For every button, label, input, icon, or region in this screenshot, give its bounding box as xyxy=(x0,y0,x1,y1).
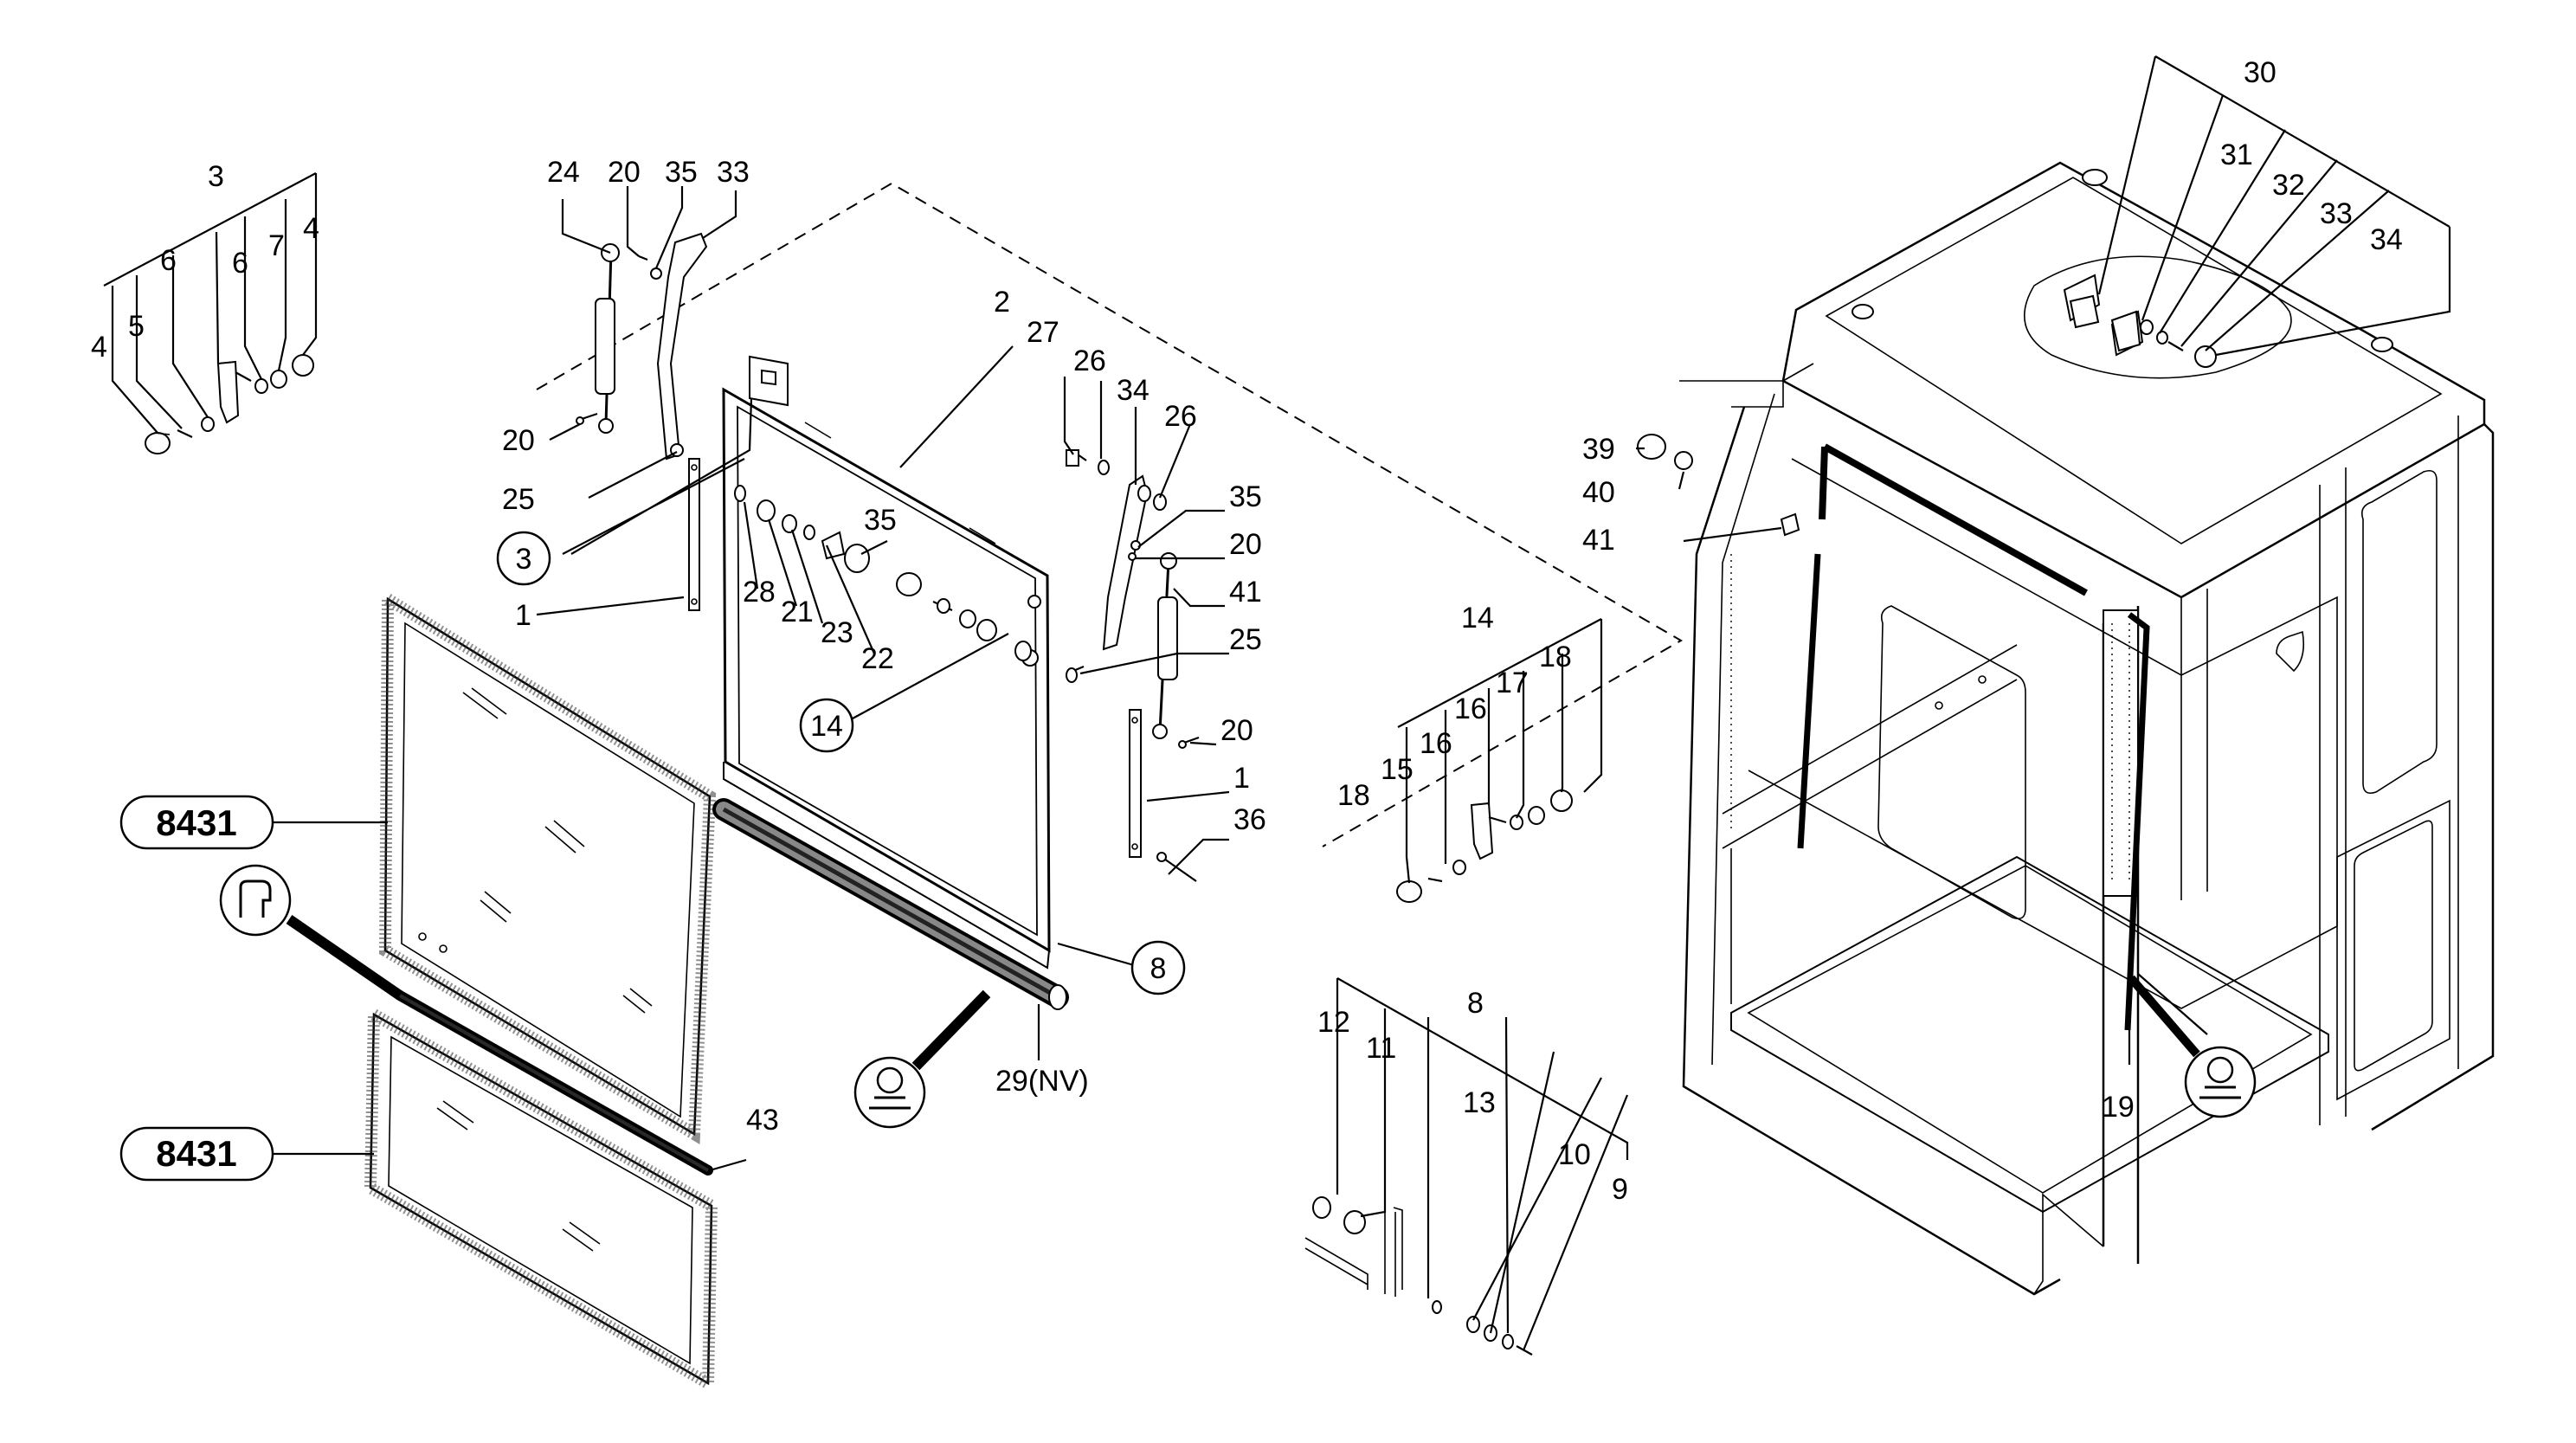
bar-1-left xyxy=(688,458,700,611)
glazing-seal-icon xyxy=(2128,975,2257,1118)
dashed-swing-outline xyxy=(536,182,1684,847)
upper-glass-panel xyxy=(378,588,717,1144)
callout-20-d: 20 xyxy=(1220,714,1253,747)
callout-4-a: 4 xyxy=(303,212,319,245)
callout-34: 34 xyxy=(2370,223,2403,256)
callout-20-a: 20 xyxy=(608,156,641,189)
callout-37: 36 xyxy=(1233,803,1266,836)
callout-21: 21 xyxy=(781,596,814,628)
seal-profile-icon xyxy=(219,864,403,1000)
callout-23: 23 xyxy=(821,616,853,649)
callout-38: 35 xyxy=(864,504,897,537)
callout-40: 40 xyxy=(1582,476,1615,509)
callout-25-a: 25 xyxy=(502,483,535,516)
callout-2: 2 xyxy=(994,286,1010,319)
callout-3-tl: 3 xyxy=(208,160,224,193)
callout-32: 32 xyxy=(2272,169,2305,202)
callout-16-b: 16 xyxy=(1420,727,1452,760)
callout-28: 28 xyxy=(743,576,776,609)
cab-body xyxy=(1679,161,2495,1296)
callout-43: 43 xyxy=(746,1104,779,1137)
callout-41: 41 xyxy=(1582,524,1615,557)
callout-26-b: 26 xyxy=(1164,400,1197,433)
callout-1-b: 1 xyxy=(1233,762,1250,795)
circled-ref-3: 3 xyxy=(496,531,551,586)
callout-11: 11 xyxy=(1366,1032,1396,1065)
window-frame xyxy=(722,355,1051,970)
callout-39: 39 xyxy=(1582,433,1615,466)
oval-ref-8431-upper: 8431 xyxy=(119,795,274,850)
callout-22: 22 xyxy=(861,642,894,675)
callout-labels: 3 6 7 4 6 5 4 24 20 35 33 20 25 1 2 35 2… xyxy=(91,56,2403,1206)
callout-19: 19 xyxy=(2102,1091,2135,1124)
callout-20-c: 20 xyxy=(1229,528,1262,561)
callout-8: 8 xyxy=(1467,987,1484,1020)
bottom-seal-29 xyxy=(712,798,1069,1010)
callout-31: 31 xyxy=(2220,139,2253,171)
svg-text:8: 8 xyxy=(1150,952,1167,985)
latch-assembly-middle xyxy=(1396,789,1573,903)
lower-hardware xyxy=(1304,1196,1533,1356)
callout-16-a: 16 xyxy=(1454,693,1487,725)
circled-ref-8: 8 xyxy=(1130,940,1186,995)
svg-text:8431: 8431 xyxy=(156,1133,236,1174)
svg-text:14: 14 xyxy=(810,710,843,743)
callout-36-a: 35 xyxy=(665,156,698,189)
callout-24: 24 xyxy=(547,156,580,189)
callout-26-a: 26 xyxy=(1073,345,1106,377)
callout-30: 30 xyxy=(2244,56,2277,89)
callout-12: 12 xyxy=(1317,1006,1350,1039)
oval-ref-8431-lower: 8431 xyxy=(119,1126,274,1182)
callout-36-b: 35 xyxy=(1229,480,1262,513)
callout-18-a: 18 xyxy=(1539,641,1572,673)
callout-18-b: 18 xyxy=(1337,779,1370,812)
callout-35-b: 34 xyxy=(1117,374,1150,407)
cap-parts-39-40-41 xyxy=(1637,434,1800,537)
callout-29nv: 29(NV) xyxy=(995,1065,1089,1098)
seal-strip-43 xyxy=(395,990,713,1176)
callout-6-b: 6 xyxy=(160,244,177,277)
callout-27: 27 xyxy=(1027,316,1059,349)
latch-assembly-left xyxy=(145,354,314,454)
gas-strut-left xyxy=(576,232,708,461)
seal-roll-icon xyxy=(853,989,991,1129)
callout-20-b: 20 xyxy=(502,424,535,457)
callout-7: 7 xyxy=(268,229,285,262)
callout-1-a: 1 xyxy=(515,599,531,632)
callout-33: 33 xyxy=(2320,197,2353,230)
svg-text:3: 3 xyxy=(516,543,532,576)
callout-15: 15 xyxy=(1381,753,1414,786)
leader-lines xyxy=(103,55,2451,1351)
callout-9: 9 xyxy=(1612,1173,1628,1206)
callout-5: 5 xyxy=(128,310,145,343)
callout-42: 41 xyxy=(1229,576,1262,609)
hinge-small-parts xyxy=(734,485,1032,661)
callout-6-a: 6 xyxy=(232,247,248,280)
circled-ref-14: 14 xyxy=(799,698,854,753)
callout-17: 17 xyxy=(1496,667,1529,699)
callout-14: 14 xyxy=(1461,602,1494,635)
callout-10: 10 xyxy=(1558,1138,1591,1171)
roof-hardware xyxy=(2069,294,2217,368)
callout-35-a: 33 xyxy=(717,156,750,189)
svg-text:8431: 8431 xyxy=(156,802,236,843)
callout-4-b: 4 xyxy=(91,331,107,364)
lower-glass-panel xyxy=(364,1004,718,1395)
gas-strut-right xyxy=(1066,449,1200,882)
callout-13: 13 xyxy=(1463,1086,1496,1119)
callout-25-b: 25 xyxy=(1229,623,1262,656)
